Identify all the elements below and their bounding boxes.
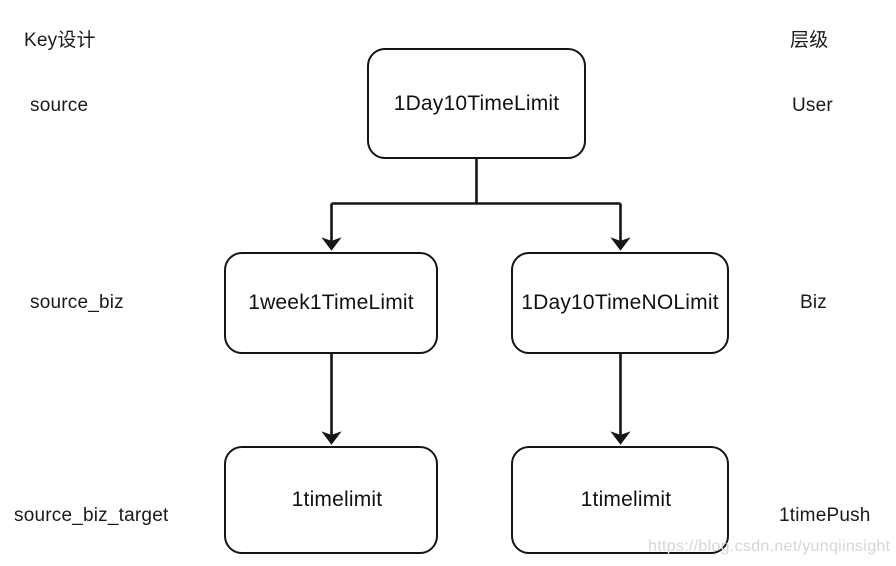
row-label-biz: Biz	[800, 292, 827, 313]
node-1timelimit-right[interactable]: 1timelimit	[511, 446, 729, 554]
row-label-1time-push: 1timePush	[779, 505, 871, 526]
row-label-source: source	[30, 95, 89, 116]
column-header-level: 层级	[790, 30, 829, 51]
node-label: 1timelimit	[580, 488, 672, 511]
row-label-source-biz-target: source_biz_target	[14, 505, 169, 526]
node-label: 1Day10TimeNOLimit	[521, 291, 719, 314]
node-1day10timelimit[interactable]: 1Day10TimeLimit	[367, 48, 586, 159]
node-1timelimit-left[interactable]: 1timelimit	[224, 446, 438, 554]
node-1week1timelimit[interactable]: 1week1TimeLimit	[224, 252, 438, 354]
node-label: 1week1TimeLimit	[248, 291, 414, 314]
node-1day10timenolimit[interactable]: 1Day10TimeNOLimit	[511, 252, 729, 354]
column-header-key-design: Key设计	[24, 30, 96, 51]
node-label: 1Day10TimeLimit	[393, 91, 560, 115]
node-label: 1timelimit	[291, 488, 383, 511]
row-label-source-biz: source_biz	[30, 292, 124, 313]
watermark: https://blog.csdn.net/yunqiinsight	[648, 538, 891, 555]
row-label-user: User	[792, 95, 833, 116]
